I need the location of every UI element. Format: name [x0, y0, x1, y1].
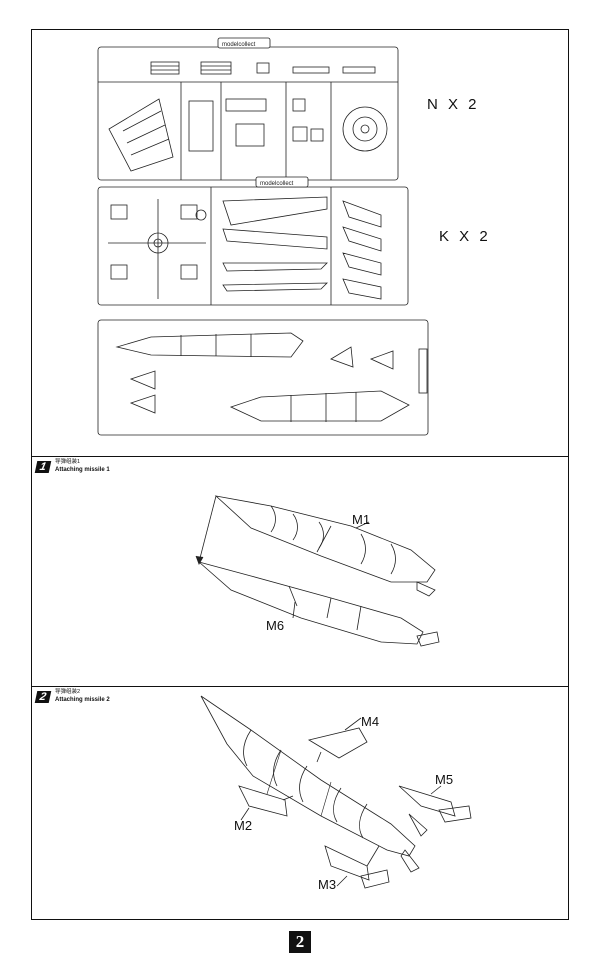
part-label-m4: M4: [361, 714, 380, 729]
sprue-n-label: N X 2: [427, 96, 480, 113]
part-label-m1: M1: [352, 512, 371, 527]
part-label-m2: M2: [234, 818, 253, 833]
fin-m3: [324, 845, 390, 889]
missile-body: [200, 695, 428, 873]
sprue-k-label: K X 2: [439, 228, 491, 245]
step-2-title-cn: 导弹组装2: [55, 689, 81, 695]
step-2-diagram: [200, 695, 472, 889]
step-1-title-cn: 导弹组装1: [55, 459, 81, 465]
sprue-n: modelcollect: [97, 37, 399, 181]
part-label-m6: M6: [266, 618, 285, 633]
sprue-k: modelcollect: [97, 176, 409, 306]
step-1-title-en: Attaching missile 1: [55, 466, 110, 473]
fin-m5: [398, 785, 472, 823]
missile-half-m6: [198, 561, 440, 647]
sprue-diagrams: modelcollect N X 2 modelcollect: [97, 37, 491, 436]
step-2-header: 2 导弹组装2 Attaching missile 2: [34, 689, 110, 706]
part-label-m3: M3: [318, 877, 337, 892]
sprue-n-brand: modelcollect: [222, 42, 256, 48]
sprue-m: [97, 319, 429, 436]
step-1-guide-arrow: [198, 495, 217, 563]
page-frame: [31, 29, 569, 920]
page-number: 2: [289, 931, 311, 953]
sprue-k-brand: modelcollect: [260, 181, 294, 187]
step-1-diagram: [195, 495, 440, 647]
section-divider-1: [31, 456, 569, 457]
fin-m2: [238, 785, 294, 817]
step-2-title-en: Attaching missile 2: [55, 696, 110, 703]
step-1-number: 1: [34, 461, 52, 473]
part-label-m5: M5: [435, 772, 454, 787]
section-divider-2: [31, 686, 569, 687]
missile-half-m1: [214, 495, 436, 597]
step-1-header: 1 导弹组装1 Attaching missile 1: [34, 459, 110, 476]
fin-m4: [307, 727, 368, 763]
